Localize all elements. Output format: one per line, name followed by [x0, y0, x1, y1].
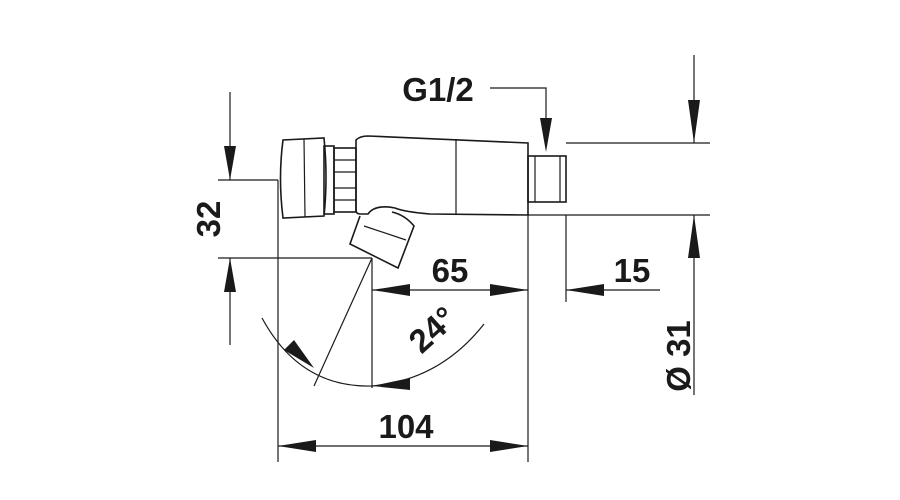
stem-nut: [333, 147, 357, 213]
arrow-15: [566, 284, 604, 296]
label-height: 32: [190, 201, 227, 238]
arrow-angle-left: [284, 340, 314, 368]
label-total-length: 104: [378, 408, 434, 445]
label-thread: G1/2: [402, 71, 474, 108]
threaded-inlet: [527, 155, 567, 203]
dimension-labels: G1/2 32 65 15 24° 104 Ø 31: [190, 71, 697, 445]
arrow-height-bottom: [224, 258, 236, 292]
outlet-spout: [349, 211, 415, 270]
label-body-length: 65: [432, 252, 469, 289]
label-thread-length: 15: [614, 252, 651, 289]
arrow-thread: [540, 118, 552, 152]
push-button-cap: [279, 137, 327, 219]
arrow-104-right: [490, 440, 528, 452]
extension-lines: [218, 87, 710, 462]
arrow-65-left: [372, 284, 410, 296]
arrow-104-left: [278, 440, 316, 452]
arrow-height-top: [224, 146, 236, 180]
label-angle: 24°: [401, 299, 463, 360]
label-diameter: Ø 31: [660, 320, 697, 392]
dimension-lines: [224, 55, 700, 452]
arrow-angle-right: [372, 378, 410, 390]
arrow-65-right: [490, 284, 528, 296]
arrow-diameter-bottom: [688, 215, 700, 258]
cap-groove: [303, 138, 306, 218]
valve-body: [279, 135, 567, 270]
main-body: [355, 135, 529, 216]
arrow-diameter-top: [688, 100, 700, 143]
angle-arc: [261, 317, 485, 387]
